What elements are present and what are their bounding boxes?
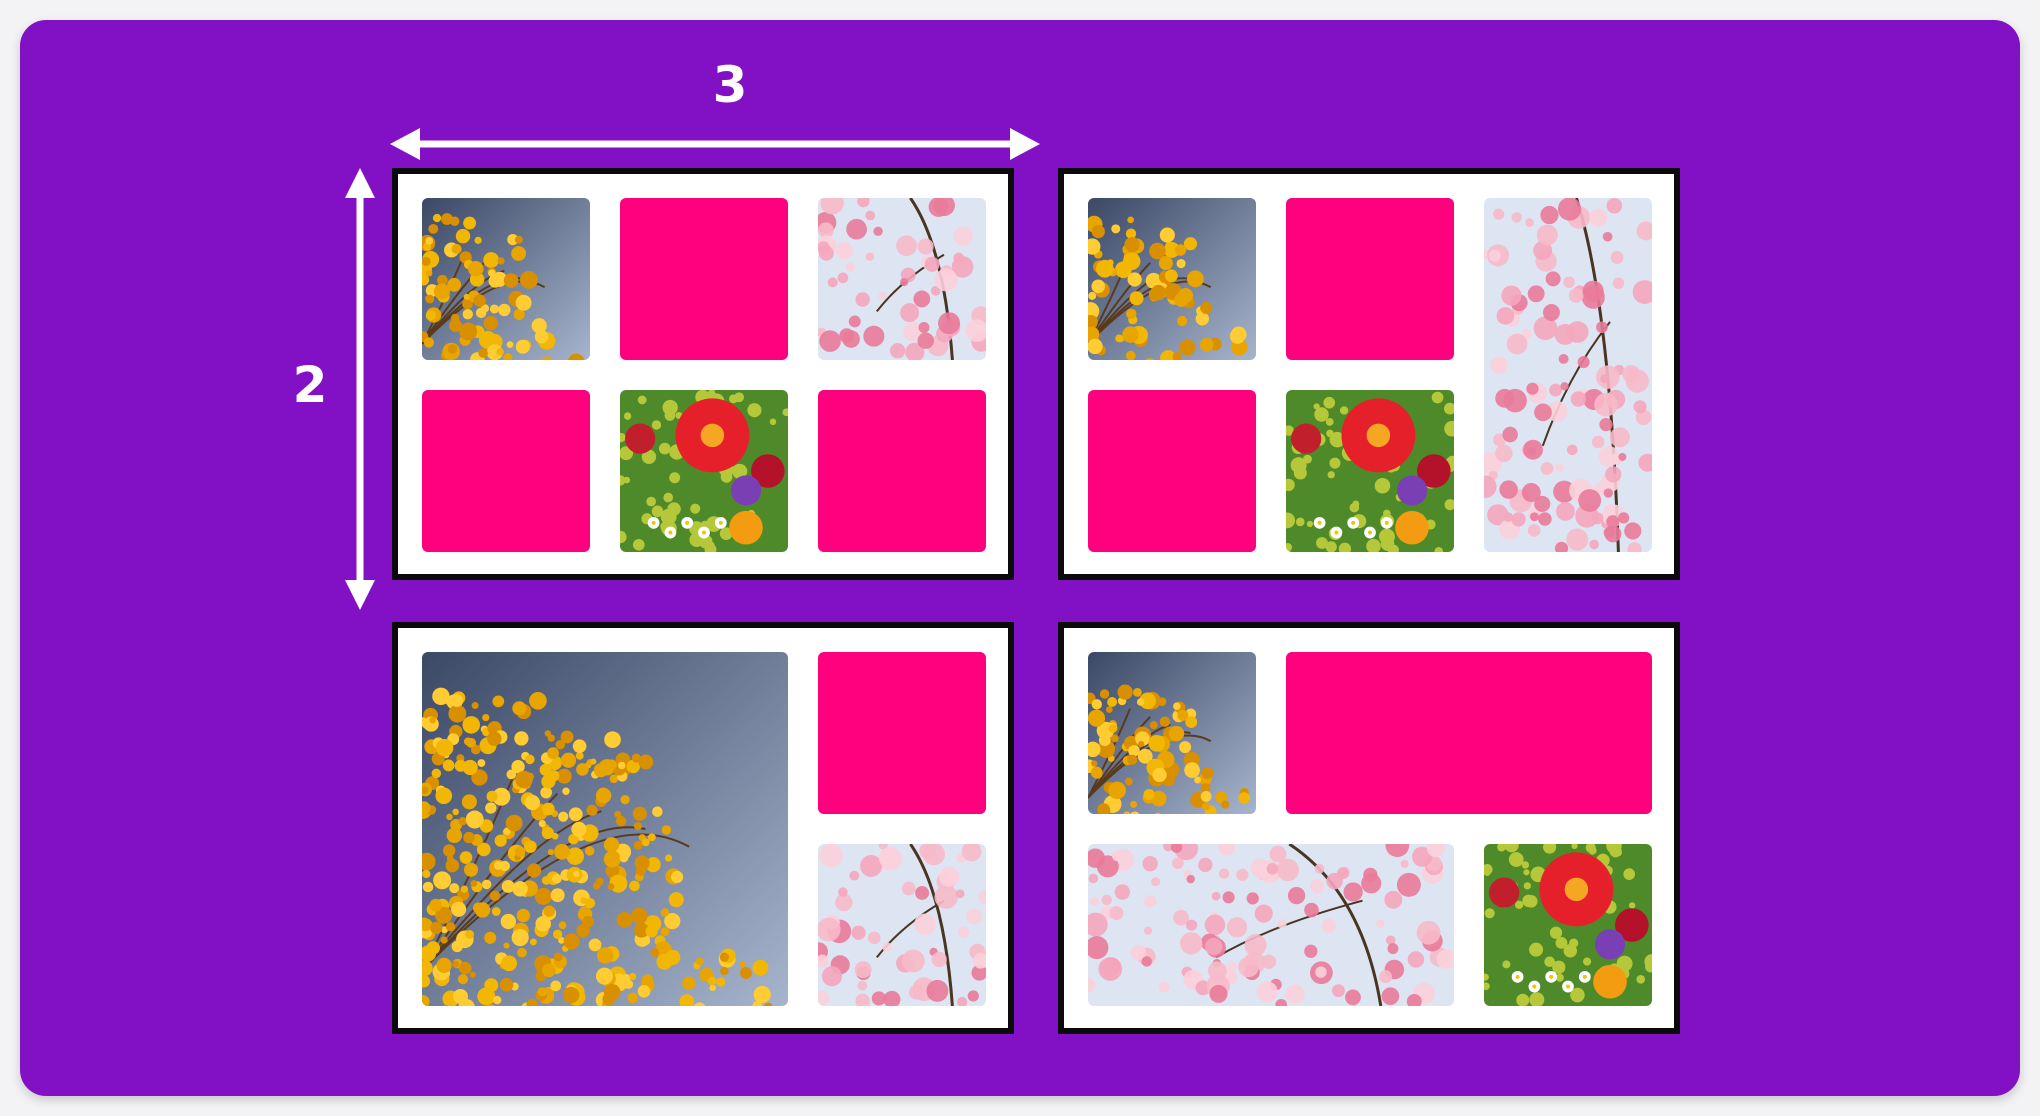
yellow-blossom-photo: [1088, 652, 1256, 814]
pink-blossom-photo: [818, 198, 986, 360]
empty-grid-cell: [1286, 652, 1652, 814]
empty-grid-cell: [818, 390, 986, 552]
yellow-blossom-photo: [422, 198, 590, 360]
pink-blossom-photo: [1088, 844, 1454, 1006]
columns-double-arrow: [390, 128, 1040, 160]
grid-example-1: [392, 168, 1014, 580]
rows-count-label: 2: [292, 356, 328, 414]
yellow-blossom-photo: [422, 652, 788, 1006]
empty-grid-cell: [818, 652, 986, 814]
grid-example-2: [1058, 168, 1680, 580]
empty-grid-cell: [422, 390, 590, 552]
flower-bouquet-photo: [1484, 844, 1652, 1006]
diagram-canvas: 3 2: [20, 20, 2020, 1096]
rows-double-arrow: [345, 168, 375, 610]
pink-blossom-photo: [1484, 198, 1652, 552]
yellow-blossom-photo: [1088, 198, 1256, 360]
grid-example-4: [1058, 622, 1680, 1034]
flower-bouquet-photo: [620, 390, 788, 552]
empty-grid-cell: [620, 198, 788, 360]
flower-bouquet-photo: [1286, 390, 1454, 552]
empty-grid-cell: [1088, 390, 1256, 552]
grid-example-3: [392, 622, 1014, 1034]
columns-count-label: 3: [712, 56, 748, 114]
pink-blossom-photo: [818, 844, 986, 1006]
empty-grid-cell: [1286, 198, 1454, 360]
